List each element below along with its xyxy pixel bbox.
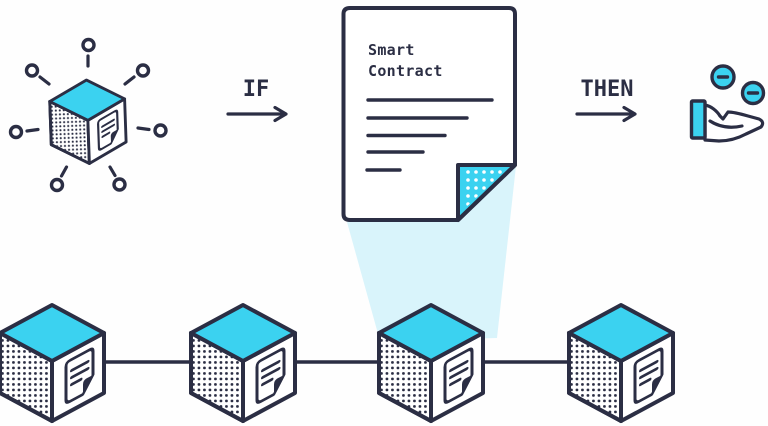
coin-icon — [740, 80, 766, 106]
network-cube-icon — [47, 77, 129, 167]
network-node-icon — [153, 123, 168, 138]
then-arrow-icon — [575, 105, 637, 123]
then-label: THEN — [581, 77, 634, 102]
coin-icon — [710, 64, 736, 90]
contract-title-line1: Smart — [368, 41, 415, 59]
if-arrow-icon — [226, 105, 288, 123]
contract-title-line2: Contract — [368, 62, 443, 80]
network-block-icon — [8, 37, 168, 193]
blockchain-block-2-icon — [189, 303, 297, 423]
network-node-links — [25, 54, 151, 178]
then-step: THEN — [575, 77, 637, 123]
network-nodes — [8, 37, 168, 193]
hand-thumb-crease — [708, 119, 744, 129]
if-label: IF — [243, 77, 270, 102]
hand-cuff — [689, 99, 707, 140]
network-node-icon — [112, 177, 127, 192]
blockchain-block-3-icon — [377, 303, 485, 423]
smart-contract-document: Smart Contract — [341, 6, 517, 222]
contract-text-lines — [365, 98, 494, 172]
if-step: IF — [226, 77, 288, 123]
hand-palm — [703, 103, 765, 143]
network-node-icon — [81, 37, 96, 53]
blockchain-block-4-icon — [567, 303, 675, 423]
network-node-icon — [8, 124, 24, 140]
network-node-icon — [24, 63, 40, 78]
network-node-icon — [49, 177, 65, 193]
hand-receiving-coins-icon — [689, 64, 766, 143]
network-node-icon — [135, 63, 151, 78]
blockchain-block-1-icon — [0, 303, 106, 423]
